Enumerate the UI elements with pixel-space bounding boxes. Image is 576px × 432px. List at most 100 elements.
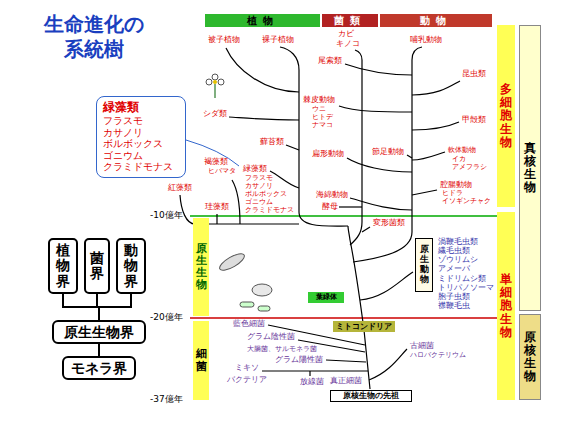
tree-branch	[326, 360, 366, 362]
tree-branch	[232, 180, 240, 224]
tree-branch	[348, 226, 370, 389]
node-text: モネラ界	[71, 360, 127, 376]
kingdom-box: 植物界	[48, 238, 78, 294]
node-text: フラスモ	[103, 115, 143, 127]
tree-branch	[369, 349, 407, 380]
example-label: クラミドモナス	[245, 207, 294, 214]
tree-branch	[226, 48, 299, 92]
example-label: ボルボックス	[245, 191, 287, 198]
time-label: -10億年	[150, 211, 183, 220]
diatom-icon	[217, 251, 246, 274]
domain-bar: 真核生物	[519, 25, 541, 311]
node-text: ミトコンドリア	[336, 322, 392, 331]
node-text: 原生動物	[420, 245, 429, 285]
organelle-box: ミトコンドリア	[333, 321, 395, 332]
callout-leader	[186, 140, 239, 166]
bacteria-label: 藍色細菌	[233, 320, 265, 328]
taxon-label: 緑藻類	[243, 165, 267, 173]
tree-branch	[360, 272, 413, 300]
kingdom-box: 原生生物界	[52, 320, 146, 344]
node-text: 単細胞生物	[500, 273, 512, 339]
kingdom-box: 菌界	[84, 238, 110, 294]
flower-stem	[214, 84, 215, 98]
time-label: -37億年	[150, 395, 183, 404]
bacteria-label: 真正細菌	[330, 377, 362, 385]
taxon-label: 裸子植物	[262, 36, 294, 44]
tree-branch	[309, 371, 310, 376]
node-text: 菌界	[90, 251, 104, 282]
taxon-label: 棘皮動物	[303, 96, 335, 104]
taxon-label: 被子植物	[208, 36, 240, 44]
bacteria-label: 放線菌	[300, 378, 324, 386]
tree-branch	[286, 145, 299, 150]
protist-label: 襟鞭毛虫	[438, 302, 470, 310]
taxon-label: 甲殻類	[462, 116, 486, 124]
tree-connector	[99, 294, 131, 320]
taxon-label: 扁形動物	[312, 150, 344, 158]
flower-petal	[212, 74, 218, 80]
example-label: アメフラシ	[452, 164, 487, 171]
era-band: 原生生物	[193, 218, 209, 316]
kingdom-bar: 菌類	[322, 14, 378, 27]
node-text: ゴニウム	[103, 150, 143, 162]
node-text: 葉緑体	[316, 293, 337, 301]
example-label: イソギンチャク	[442, 198, 491, 205]
protist-label: 胞子虫類	[438, 293, 470, 301]
taxon-label: 哺乳動物	[410, 36, 442, 44]
taxon-label: キノコ	[336, 40, 360, 48]
node-text: 真核生物	[524, 142, 536, 195]
kingdom-bar: 動物	[380, 14, 492, 27]
example-label: イカ	[452, 156, 466, 163]
bacteria-label: 古細菌	[410, 342, 434, 350]
taxon-label: 酵母	[322, 203, 338, 211]
tree-branch	[412, 122, 459, 130]
node-text: 原核生物の先祖	[343, 391, 399, 400]
taxon-label: 尾索類	[318, 57, 342, 65]
taxon-label: 蘚苔類	[260, 138, 284, 146]
node-text: 原生生物界	[64, 324, 134, 340]
flower-icon	[206, 74, 224, 98]
example-label: ヒバマタ	[208, 168, 236, 175]
era-line	[190, 215, 497, 217]
node-text: 動物界	[124, 243, 138, 289]
node-text: 植物界	[56, 243, 70, 289]
taxon-label: 海綿動物	[316, 191, 348, 199]
tree-branch	[350, 198, 412, 210]
cell-type-bar: 単細胞生物	[497, 212, 515, 400]
bacteria-label: ミキソ	[235, 364, 259, 372]
node-text: 細菌	[196, 348, 207, 372]
taxon-label: 昆虫類	[462, 70, 486, 78]
bacteria-label: グラム陰性菌	[247, 333, 295, 341]
taxon-label: 紅藻類	[168, 184, 192, 192]
taxon-label: カビ	[338, 30, 354, 38]
bacteria-label: グラム陽性菌	[275, 356, 323, 364]
example-label: フラスモ	[245, 175, 273, 182]
tree-branch	[362, 227, 370, 232]
example-label: ナマコ	[312, 122, 333, 129]
tree-connector	[98, 344, 100, 356]
root-box: 原核生物の先祖	[330, 390, 412, 402]
group-box: 原生動物	[415, 238, 433, 292]
tree-branch	[353, 47, 422, 262]
node-text: 原生生物	[196, 243, 207, 291]
node-text: 植物	[247, 15, 279, 27]
flower-center	[213, 80, 217, 84]
tree-branch	[339, 106, 412, 112]
example-label: ゴニウム	[245, 199, 273, 206]
protist-label: 繊毛虫類	[438, 247, 470, 255]
tree-branch	[229, 117, 299, 120]
tree-branch	[345, 64, 412, 75]
tree-branch	[412, 190, 437, 195]
node-text: 原核生物	[524, 331, 536, 384]
bacteria-icon	[258, 306, 270, 311]
tree-connector	[63, 294, 99, 320]
tree-branch	[262, 370, 368, 371]
protist-label: ミドリムシ類	[438, 275, 486, 283]
protist-label: 渦鞭毛虫類	[438, 238, 478, 246]
example-label: カサノリ	[245, 183, 273, 190]
node-text: 緑藻類	[103, 101, 139, 115]
example-label: ウニ	[312, 106, 326, 113]
taxon-label: 腔腸動物	[440, 181, 472, 189]
example-label: ヒドラ	[442, 190, 463, 197]
tree-branch	[407, 155, 412, 158]
